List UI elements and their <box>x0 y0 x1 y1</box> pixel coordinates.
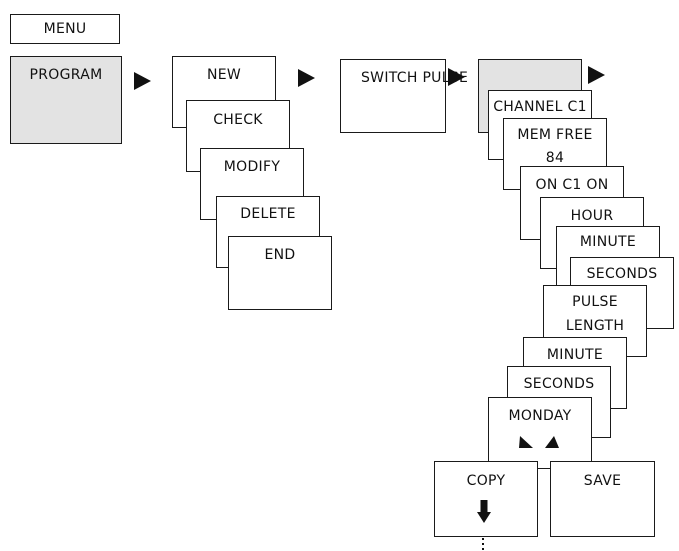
save-box: SAVE <box>550 461 655 537</box>
modify-option-label: MODIFY <box>223 159 281 175</box>
pulse-length-label-line1: PULSE <box>572 294 618 310</box>
minute-label: MINUTE <box>579 234 637 250</box>
mem-free-value: 84 <box>545 150 565 166</box>
channel-step-label: CHANNEL C1 <box>493 99 587 115</box>
end-option-label: END <box>264 247 296 263</box>
program-box: PROGRAM <box>10 56 122 144</box>
switch-pulse-box: SWITCH PULSE <box>340 59 468 133</box>
continuation-dots <box>482 538 484 550</box>
save-label: SAVE <box>583 473 622 489</box>
menu-box: MENU <box>10 14 120 44</box>
pulse-length-label-line2: LENGTH <box>565 318 625 334</box>
arrow-down-icon <box>477 500 491 523</box>
delete-option-label: DELETE <box>240 206 296 222</box>
end-option-box: END <box>228 236 332 310</box>
arrow-right-icon <box>448 68 465 86</box>
hour-label: HOUR <box>570 208 614 224</box>
copy-label: COPY <box>466 473 506 489</box>
on-c1-on-label: ON C1 ON <box>535 177 609 193</box>
arrow-right-icon <box>298 69 315 87</box>
day-step-box: MONDAY <box>488 397 592 469</box>
length-minute-label: MINUTE <box>546 347 604 363</box>
switch-pulse-label: SWITCH PULSE <box>361 70 469 86</box>
length-seconds-label: SECONDS <box>523 376 595 392</box>
arrow-right-icon <box>134 72 151 90</box>
select-arrows-icon <box>519 436 559 448</box>
day-label: MONDAY <box>508 408 572 424</box>
copy-box: COPY <box>434 461 538 537</box>
seconds-label: SECONDS <box>586 266 658 282</box>
mem-free-label: MEM FREE <box>517 127 593 143</box>
new-option-label: NEW <box>206 67 242 83</box>
arrow-right-icon <box>588 66 605 84</box>
menu-label: MENU <box>43 21 87 37</box>
program-label: PROGRAM <box>29 67 103 83</box>
check-option-label: CHECK <box>213 112 263 128</box>
